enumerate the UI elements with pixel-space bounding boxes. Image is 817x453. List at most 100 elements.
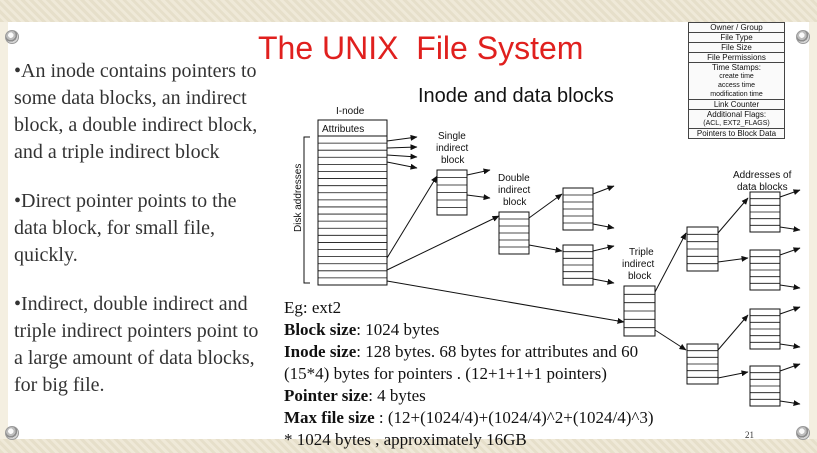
field-owner-group: Owner / Group	[689, 23, 784, 33]
double-label: Double	[498, 173, 530, 184]
bullet-item: •An inode contains pointers to some data…	[14, 60, 258, 163]
data-pointer-arrow	[779, 363, 801, 372]
ext2-example: Eg: ext2 Block size: 1024 bytes Inode si…	[284, 297, 724, 451]
rivet-icon	[5, 426, 19, 440]
triple-label: indirect	[622, 259, 654, 270]
direct-pointer-arrow	[386, 144, 418, 151]
single-pointer-arrow	[386, 175, 438, 259]
time-modification: modification time	[710, 91, 763, 98]
flags-heading: Additional Flags:	[706, 110, 767, 119]
child-block-rows	[687, 350, 718, 378]
field-time-stamps: Time Stamps: create time access time mod…	[689, 63, 784, 100]
bullet-list: •An inode contains pointers to some data…	[14, 58, 272, 421]
pointer-size-label: Pointer size	[284, 386, 369, 405]
page-number: 21	[745, 430, 754, 440]
triple-block-rows	[624, 293, 655, 329]
triple-pointer-arrow	[386, 280, 625, 324]
flags-values: (ACL, EXT2_FLAGS)	[703, 120, 770, 127]
child-block-rows	[563, 194, 593, 224]
inode-label: I-node	[336, 106, 365, 117]
address-blocks	[749, 189, 801, 407]
single-block-rows	[437, 177, 467, 208]
data-pointer-arrow	[779, 226, 801, 233]
data-pointer-arrow	[779, 247, 801, 256]
slide-title: The UNIX File System	[258, 30, 584, 66]
data-pointer-arrow	[592, 244, 615, 252]
disk-addresses-label: Disk addresses	[293, 164, 304, 232]
inode-address-rows	[318, 142, 387, 279]
field-pointers: Pointers to Block Data	[696, 129, 777, 138]
block-size-value: : 1024 bytes	[356, 320, 440, 339]
single-label: block	[441, 155, 465, 166]
inode-size-label: Inode size	[284, 342, 357, 361]
single-indirect-block: Single indirect block	[436, 131, 468, 216]
data-pointer-arrow	[466, 168, 491, 176]
direct-pointer-arrow	[386, 161, 418, 170]
disk-addresses-bracket	[303, 136, 310, 284]
triple-label: block	[628, 271, 652, 282]
indirect-pointer-arrow	[717, 370, 749, 379]
example-block-size: Block size: 1024 bytes	[284, 319, 724, 341]
addresses-label: data blocks	[737, 182, 788, 193]
single-label: indirect	[436, 143, 468, 154]
double-child-block-upper	[562, 187, 594, 231]
field-link-counter: Link Counter	[689, 100, 784, 110]
pointer-size-value: : 4 bytes	[368, 386, 426, 405]
example-max-size-note: * 1024 bytes , approximately 16GB	[284, 430, 527, 449]
double-child-block-lower	[562, 244, 594, 286]
time-stamps-heading: Time Stamps:	[711, 63, 762, 72]
double-block-rows	[499, 218, 529, 248]
double-indirect-block: Double indirect block	[498, 173, 530, 255]
inode-block: I-node Attributes	[317, 106, 388, 286]
triple-child-block-lower	[686, 343, 719, 385]
data-pointer-arrow	[466, 194, 491, 201]
slide-panel	[8, 22, 809, 439]
block-size-label: Block size	[284, 320, 357, 339]
example-max-size: Max file size : (12+(1024/4)+(1024/4)^2+…	[284, 407, 724, 429]
data-pointer-arrow	[779, 343, 801, 350]
max-size-label: Max file size	[284, 408, 375, 427]
indirect-pointer-arrow	[528, 193, 563, 219]
max-size-value: : (12+(1024/4)+(1024/4)^2+(1024/4)^3)	[374, 408, 654, 427]
triple-indirect-block: Triple indirect block	[622, 247, 656, 337]
data-pointer-arrow	[592, 223, 615, 230]
data-pointer-arrow	[779, 306, 801, 315]
inode-fields-table: Owner / Group File Type File Size File P…	[688, 22, 785, 139]
indirect-pointer-arrow	[528, 244, 563, 253]
diagram-title: Inode and data blocks	[418, 85, 614, 107]
field-additional-flags: Additional Flags: (ACL, EXT2_FLAGS)	[689, 110, 784, 129]
data-pointer-arrow	[592, 185, 615, 195]
indirect-pointer-arrow	[717, 314, 749, 351]
indirect-pointer-arrow	[717, 197, 749, 234]
double-label: indirect	[498, 185, 530, 196]
field-file-permissions: File Permissions	[689, 53, 784, 63]
indirect-pointer-arrow	[717, 255, 749, 263]
inode-outline	[317, 119, 388, 286]
example-inode-size: Inode size: 128 bytes. 68 bytes for attr…	[284, 341, 724, 363]
indirect-pointer-arrow	[654, 329, 687, 351]
time-create: create time	[719, 73, 754, 80]
child-block-rows	[563, 251, 593, 279]
bottom-border	[0, 439, 817, 453]
bullet-item: •Indirect, double indirect and triple in…	[14, 293, 259, 396]
addresses-label: Addresses of	[733, 170, 792, 181]
double-pointer-arrow	[386, 215, 500, 271]
example-heading: Eg: ext2	[284, 298, 342, 317]
time-access: access time	[718, 82, 755, 89]
data-pointer-arrow	[779, 284, 801, 291]
data-pointer-arrow	[779, 189, 801, 198]
direct-pointer-arrow	[386, 134, 418, 142]
example-pointer-size: Pointer size: 4 bytes	[284, 385, 724, 407]
triple-label: Triple	[629, 247, 654, 258]
example-inode-size-cont: (15*4) bytes for pointers . (12+1+1+1 po…	[284, 364, 607, 383]
bullet-item: •Direct pointer points to the data block…	[14, 190, 237, 266]
inode-size-value: : 128 bytes. 68 bytes for attributes and…	[356, 342, 639, 361]
rivet-icon	[796, 426, 810, 440]
triple-child-block-upper	[686, 226, 719, 272]
rivet-icon	[796, 30, 810, 44]
direct-pointer-arrow	[386, 153, 418, 160]
single-label: Single	[438, 131, 466, 142]
rivet-icon	[5, 30, 19, 44]
